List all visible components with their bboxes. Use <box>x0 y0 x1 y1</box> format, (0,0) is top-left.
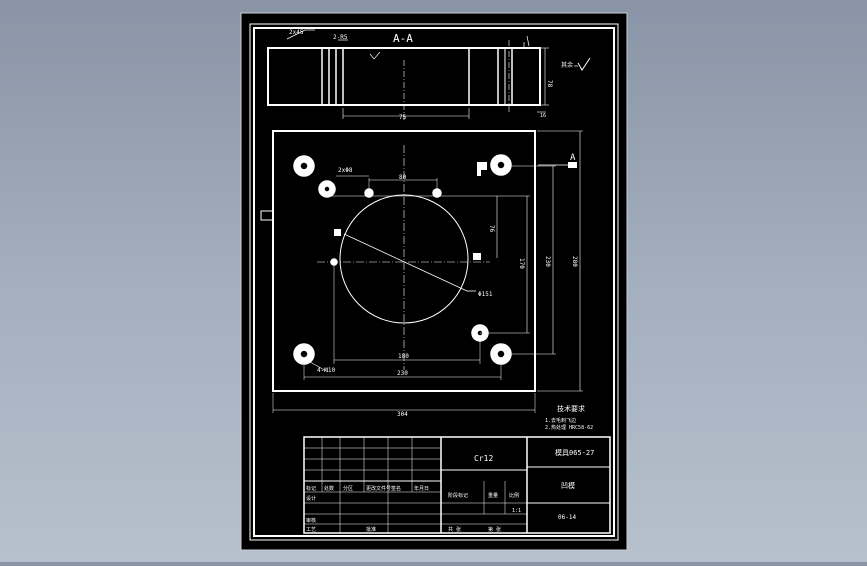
material: Cr12 <box>474 454 493 463</box>
center-opening <box>339 194 469 324</box>
section-label: A-A <box>393 32 413 45</box>
callout-corner-holes: 4-M10 <box>317 367 335 374</box>
approve-label: 批准 <box>366 526 376 533</box>
weight-label: 重量 <box>488 492 498 499</box>
sheet-label-2: 第 张 <box>488 526 501 533</box>
row-label-2: 分区 <box>343 485 353 492</box>
roughness-symbol <box>577 57 591 71</box>
row-label-3: 更改文件号 <box>366 485 391 492</box>
tech-req-line2: 2.热处理 HRC58-62 <box>545 424 593 431</box>
dim-gap-16: 16 <box>540 113 546 119</box>
design-label: 设计 <box>306 495 316 502</box>
plate-outline <box>272 130 536 392</box>
dim-170: 170 <box>518 258 525 269</box>
dim-304: 304 <box>397 411 408 418</box>
dim-280: 280 <box>571 256 578 267</box>
dim-180: 180 <box>398 353 409 360</box>
sheet-label: 共 张 <box>448 526 461 533</box>
tech-req-line1: 1.去毛刺飞边 <box>545 417 576 424</box>
scale-label: 比例 <box>509 492 519 499</box>
section-view-a-a: A-A 2x45 2-R5 75 78 16 其余 <box>267 29 591 121</box>
dim-width-75: 75 <box>399 114 407 121</box>
row-label-5: 年月日 <box>414 485 429 492</box>
dim-chamfer: 2x45 <box>289 29 304 36</box>
part-name: 凹模 <box>561 481 575 490</box>
view-arrow-label: A <box>570 153 576 163</box>
tech-req-title: 技术要求 <box>557 404 585 413</box>
row-label-0: 标记 <box>306 485 316 492</box>
scale-value: 1:1 <box>512 508 521 514</box>
mounting-holes <box>293 154 512 365</box>
technical-requirements: 技术要求 1.去毛刺飞边 2.热处理 HRC58-62 <box>545 404 593 431</box>
drawing-title: 模具065-27 <box>555 448 594 457</box>
row-label-1: 处数 <box>324 485 334 492</box>
dim-230-vertical: 230 <box>544 256 551 267</box>
roughness-note: 其余 <box>561 61 573 69</box>
callout-small-holes: 2xΦ8 <box>338 167 353 174</box>
callout-center-hole: Φ151 <box>478 291 493 298</box>
dim-80: 80 <box>399 174 407 181</box>
dim-76: 76 <box>488 225 495 233</box>
plan-view: Φ151 A 2xΦ8 80 76 170 <box>260 130 583 418</box>
drawing-number: 06-14 <box>558 514 576 521</box>
process-label: 工艺 <box>306 527 316 533</box>
drawing-sheet <box>240 12 628 551</box>
dim-bevel: 2-R5 <box>333 34 348 41</box>
check-label: 审核 <box>306 517 316 524</box>
title-block: Cr12 模具065-27 凹模 06-14 标记 处数 分区 更改文件号 签名… <box>303 436 611 534</box>
row-label-4: 签名 <box>391 485 401 492</box>
dim-height-78: 78 <box>546 80 553 88</box>
stage-label: 阶段标记 <box>448 492 468 499</box>
dim-230-horizontal: 230 <box>397 370 408 377</box>
